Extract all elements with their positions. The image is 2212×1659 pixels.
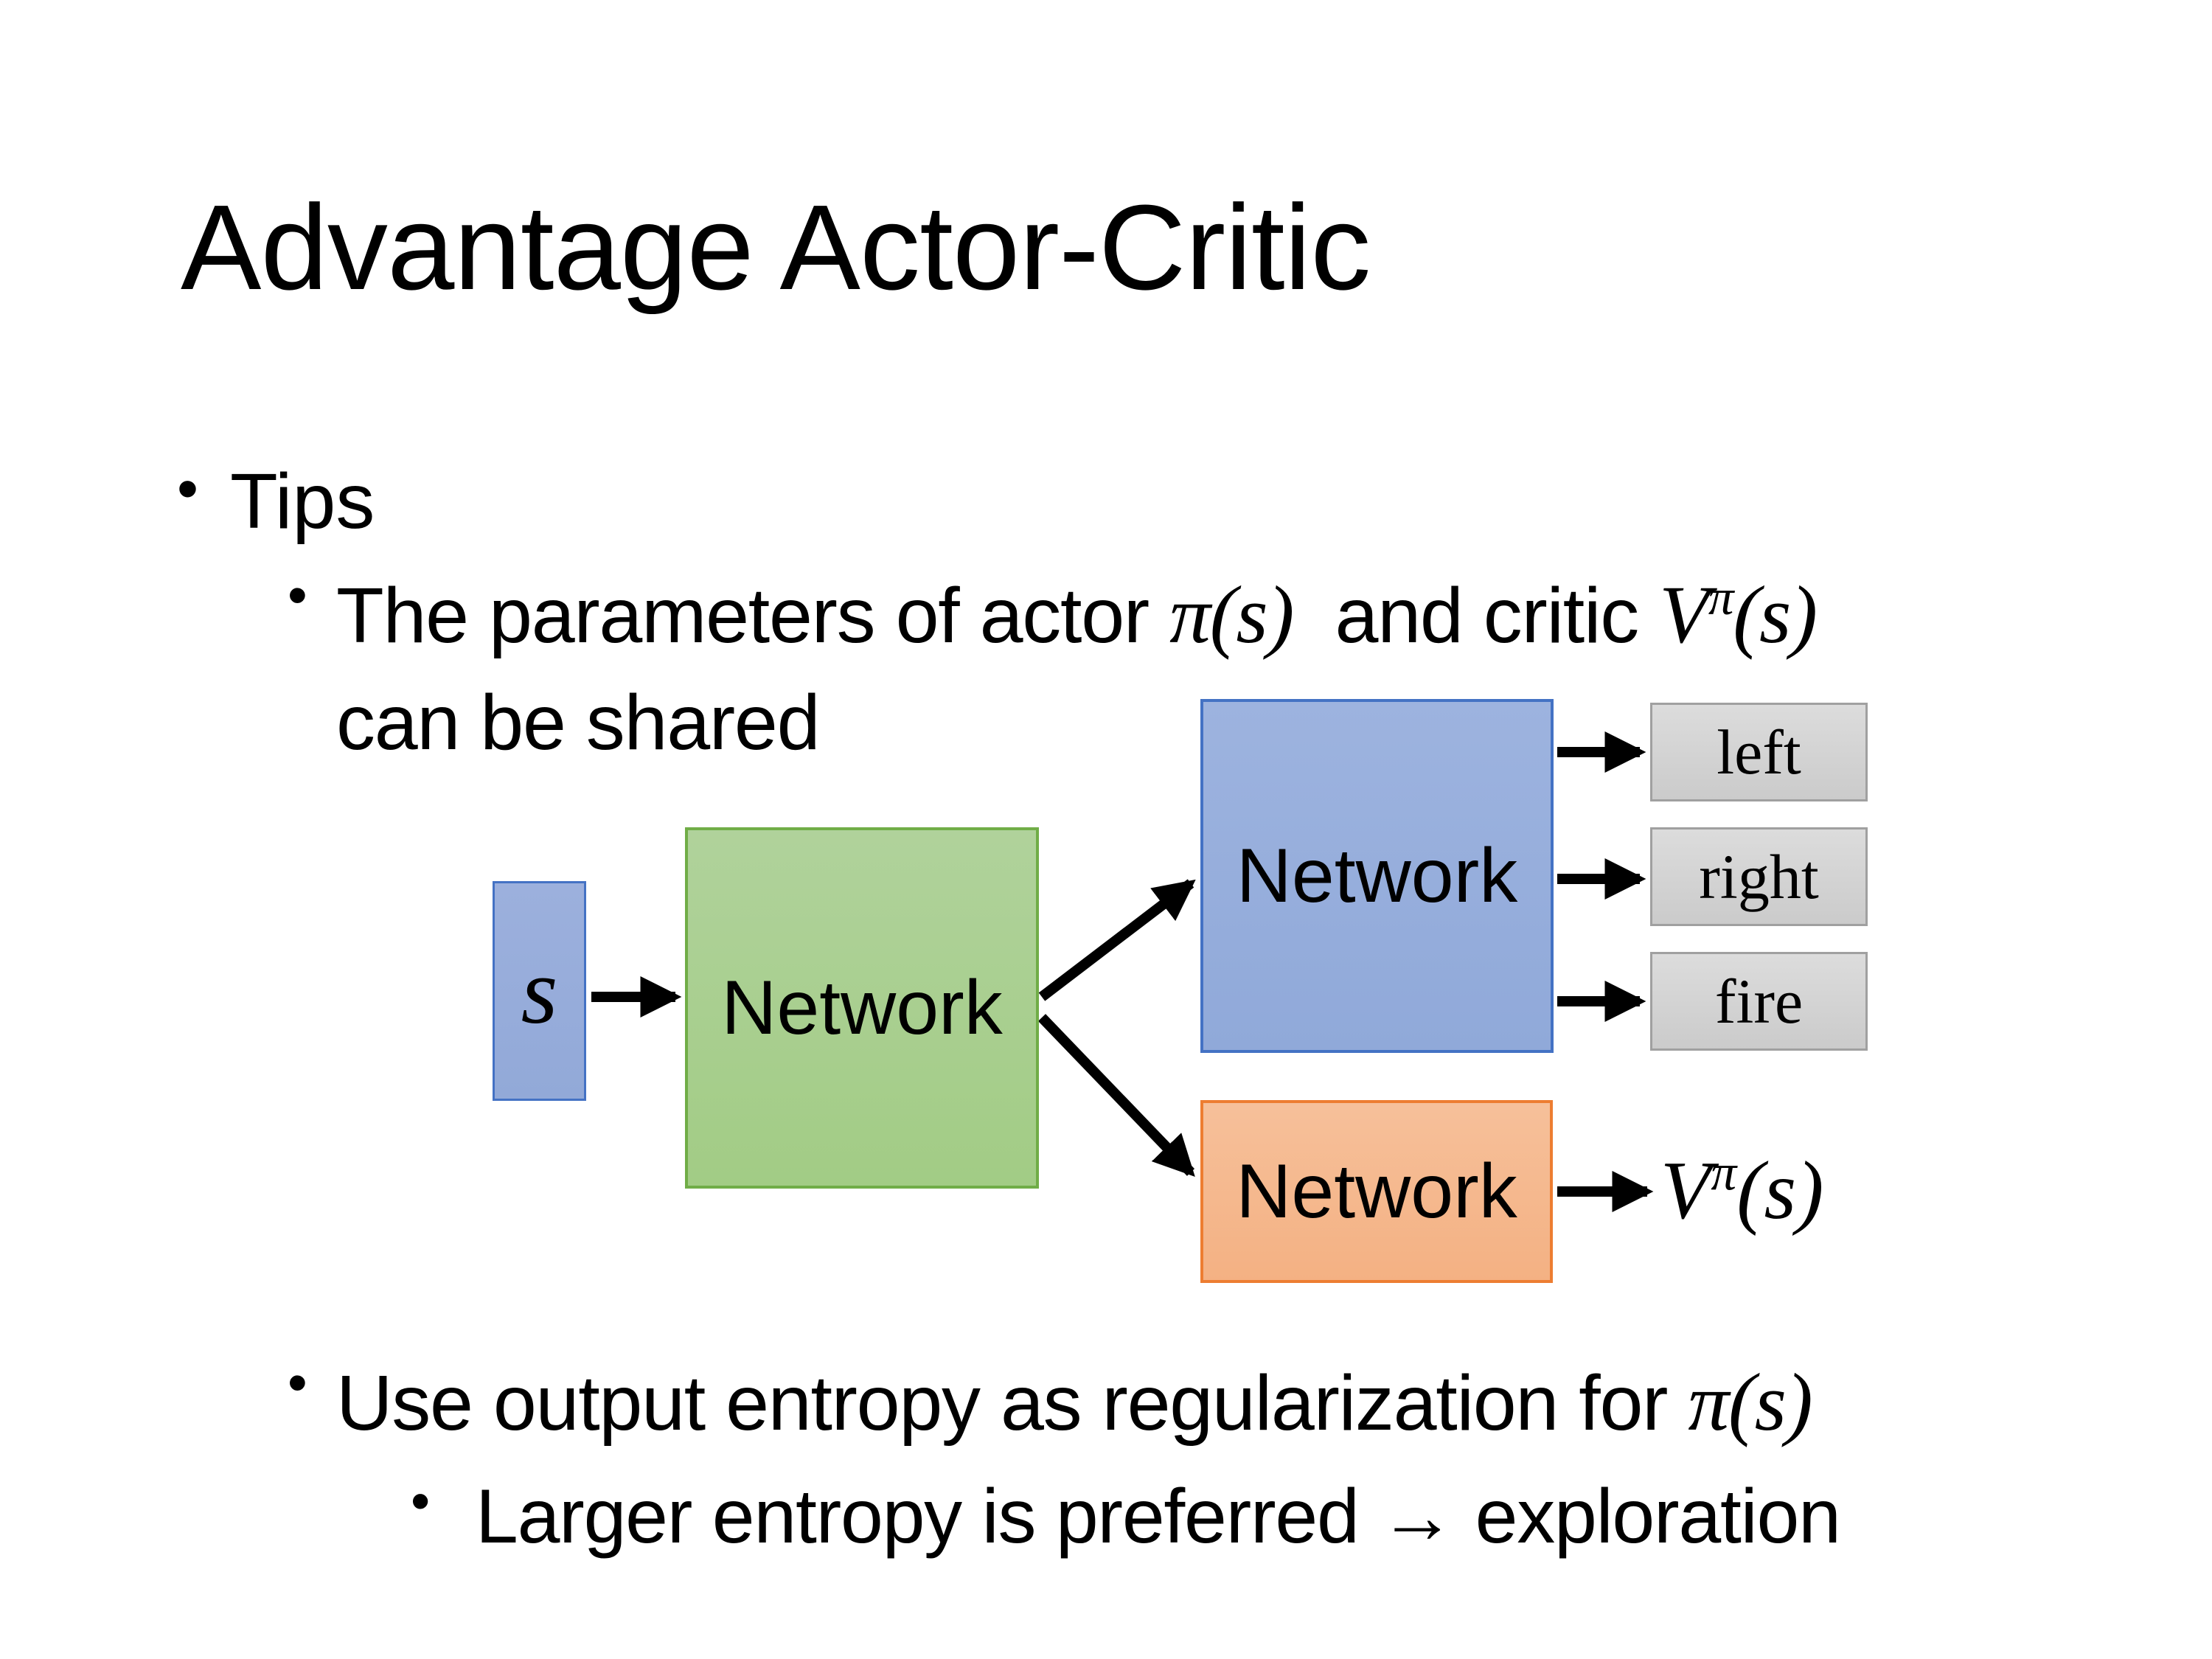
state-label: s: [521, 938, 558, 1043]
critic-network-box: Network: [1200, 1100, 1553, 1283]
critic-network-label: Network: [1236, 1148, 1517, 1234]
tips-label: Tips: [230, 458, 375, 545]
critic-value-output: Vπ(s): [1660, 1141, 1823, 1240]
action-box-left: left: [1650, 703, 1868, 801]
critic-math-arg: (s): [1733, 570, 1818, 661]
arrow-shared-to-critic: [1037, 1014, 1195, 1178]
action-fire-label: fire: [1714, 966, 1804, 1037]
bullet-shared-parameters: • The parameters of actor π(s) and criti…: [288, 560, 1818, 775]
exploration-text: Larger entropy is preferred → exploratio…: [476, 1474, 1841, 1559]
bullet-icon: •: [288, 563, 307, 627]
bullet-tips: • Tips: [177, 451, 375, 553]
value-sup: π: [1711, 1144, 1737, 1202]
critic-math-base: V: [1659, 570, 1709, 661]
entropy-pre: Use output entropy as regularization for: [336, 1360, 1688, 1447]
shared-parameters-text: The parameters of actor π(s) and critic …: [336, 560, 1818, 775]
entropy-text: Use output entropy as regularization for…: [336, 1348, 1813, 1458]
shared-cont: can be shared: [336, 679, 821, 767]
bullet-icon: •: [288, 1351, 307, 1414]
critic-math: Vπ(s): [1659, 568, 1818, 661]
value-base: V: [1660, 1145, 1711, 1237]
action-right-label: right: [1699, 841, 1819, 912]
action-box-right: right: [1650, 827, 1868, 926]
shared-mid: and critic: [1293, 572, 1660, 659]
bullet-icon: •: [411, 1470, 430, 1532]
bullet-entropy-regularization: • Use output entropy as regularization f…: [288, 1348, 1813, 1458]
arrow-shared-to-actor: [1038, 879, 1196, 1001]
state-input-box: s: [493, 881, 586, 1101]
entropy-math: π(s): [1688, 1357, 1812, 1448]
shared-pre: The parameters of actor: [336, 572, 1170, 659]
critic-math-sup: π: [1708, 568, 1734, 625]
actor-math: π(s): [1169, 570, 1294, 661]
bullet-icon: •: [177, 453, 198, 523]
shared-network-label: Network: [721, 964, 1003, 1051]
shared-network-box: Network: [685, 827, 1039, 1189]
value-arg: (s): [1736, 1145, 1824, 1237]
action-left-label: left: [1717, 717, 1801, 787]
action-box-fire: fire: [1650, 952, 1868, 1051]
page-title: Advantage Actor-Critic: [181, 180, 1371, 315]
actor-network-label: Network: [1236, 832, 1518, 919]
actor-network-box: Network: [1200, 699, 1554, 1053]
bullet-exploration: • Larger entropy is preferred → explorat…: [411, 1467, 1841, 1567]
